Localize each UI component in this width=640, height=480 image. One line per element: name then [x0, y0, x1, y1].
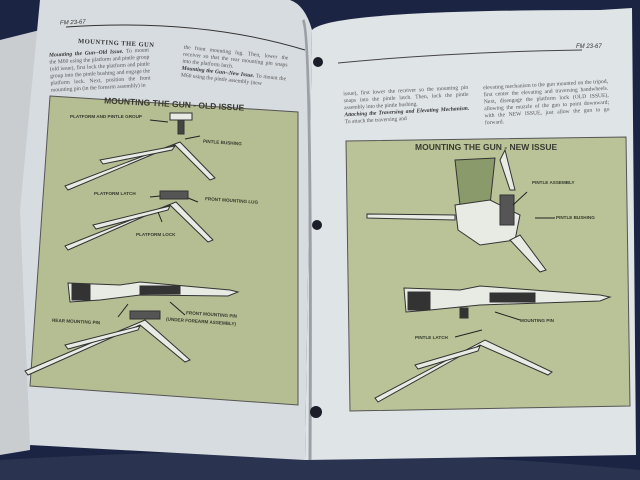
new-issue-panel-title: MOUNTING THE GUN - NEW ISSUE [415, 142, 558, 152]
new-issue-panel [345, 136, 631, 412]
old-issue-panel [29, 95, 299, 406]
body-text: elevating mechanism to the gun mounted o… [482, 78, 610, 127]
pointer-arrows [454, 191, 555, 338]
binder-hole [310, 406, 322, 418]
label-pintle-latch: PINTLE LATCH [415, 335, 448, 340]
label-platform-lock: PLATFORM LOCK [136, 232, 176, 237]
label-platform-latch: PLATFORM LATCH [94, 191, 136, 196]
binder-hole [312, 220, 322, 230]
platform-pintle-group-drawing [169, 112, 193, 135]
page-header-left: FM 23-67 [59, 19, 86, 27]
old-issue-illustrations [24, 112, 240, 376]
tripod-drawing [24, 310, 191, 376]
binder-hole [313, 57, 323, 67]
right-column-1: issue), first lower the receiver so the … [343, 85, 470, 126]
label-mounting-pin: MOUNTING PIN [520, 318, 554, 323]
right-column-2: elevating mechanism to the gun mounted o… [483, 79, 610, 127]
tripod-drawing [64, 141, 216, 191]
machine-gun-drawing [403, 285, 612, 319]
left-column-1: Mounting the Gun--Old Issue. To mount th… [49, 47, 151, 94]
label-pintle-bushing: PINTLE BUSHING [556, 215, 595, 220]
machine-gun-drawing [67, 281, 240, 303]
label-platform-pintle-group: PLATFORM AND PINTLE GROUP [70, 114, 142, 119]
gutter [301, 19, 312, 461]
pointer-arrows [117, 119, 201, 318]
new-issue-illustrations [366, 148, 612, 403]
label-pintle-assembly: PINTLE ASSEMBLY [532, 180, 575, 185]
tripod-with-hand-drawing [366, 148, 547, 273]
page-header-right: FM 23-67 [576, 44, 602, 50]
tripod-drawing [374, 339, 553, 403]
tripod-drawing [64, 190, 214, 251]
